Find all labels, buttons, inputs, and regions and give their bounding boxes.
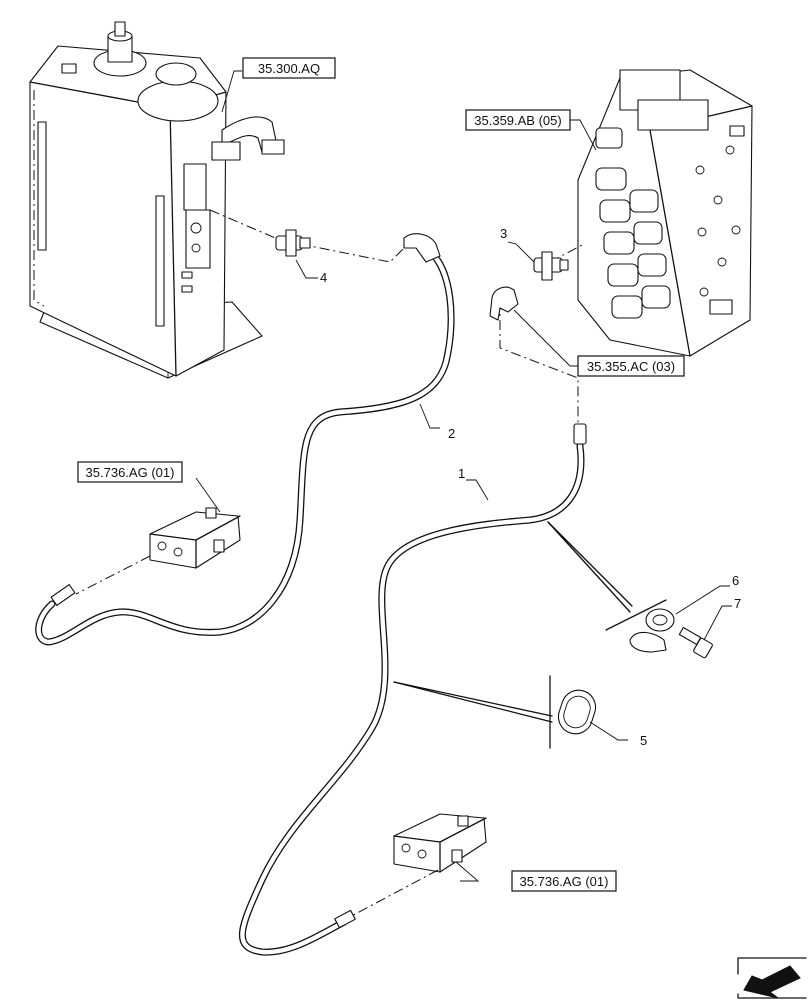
control-valve	[577, 69, 753, 357]
callout-5: 5	[640, 733, 647, 748]
reference-35-359-ab[interactable]: 35.359.AB (05)	[465, 109, 571, 131]
clamp-indicator	[547, 521, 667, 631]
hydraulic-tank	[29, 21, 285, 379]
bolt	[678, 626, 713, 659]
callout-3: 3	[500, 226, 507, 241]
callout-4: 4	[320, 270, 327, 285]
reference-label: 35.300.AQ	[258, 61, 320, 76]
reference-35-736-ag-bottom[interactable]: 35.736.AG (01)	[511, 870, 617, 892]
reference-label: 35.355.AC (03)	[587, 359, 675, 374]
pilot-valve-bottom	[393, 813, 487, 873]
tee-fitting-3	[533, 251, 569, 281]
callout-7: 7	[734, 596, 741, 611]
clamp	[629, 608, 675, 653]
callout-2: 2	[448, 426, 455, 441]
reference-35-736-ag-top[interactable]: 35.736.AG (01)	[77, 461, 183, 483]
reference-35-300-aq[interactable]: 35.300.AQ	[242, 57, 336, 79]
elbow-fitting	[489, 286, 519, 321]
sleeve-indicator	[393, 675, 553, 749]
callout-numbers: 1 2 3 4 5 6 7	[320, 226, 741, 748]
reference-label: 35.736.AG (01)	[86, 465, 175, 480]
reference-label: 35.736.AG (01)	[520, 874, 609, 889]
reference-35-355-ac[interactable]: 35.355.AC (03)	[577, 355, 685, 377]
callout-6: 6	[732, 573, 739, 588]
hose-1	[238, 423, 587, 956]
back-arrow-icon[interactable]	[737, 957, 807, 999]
hose-sleeve	[557, 689, 597, 735]
pilot-valve-top	[149, 507, 241, 569]
reference-label: 35.359.AB (05)	[474, 113, 561, 128]
tee-fitting-4	[275, 229, 311, 257]
hose-2	[35, 233, 455, 646]
callout-1: 1	[458, 466, 465, 481]
